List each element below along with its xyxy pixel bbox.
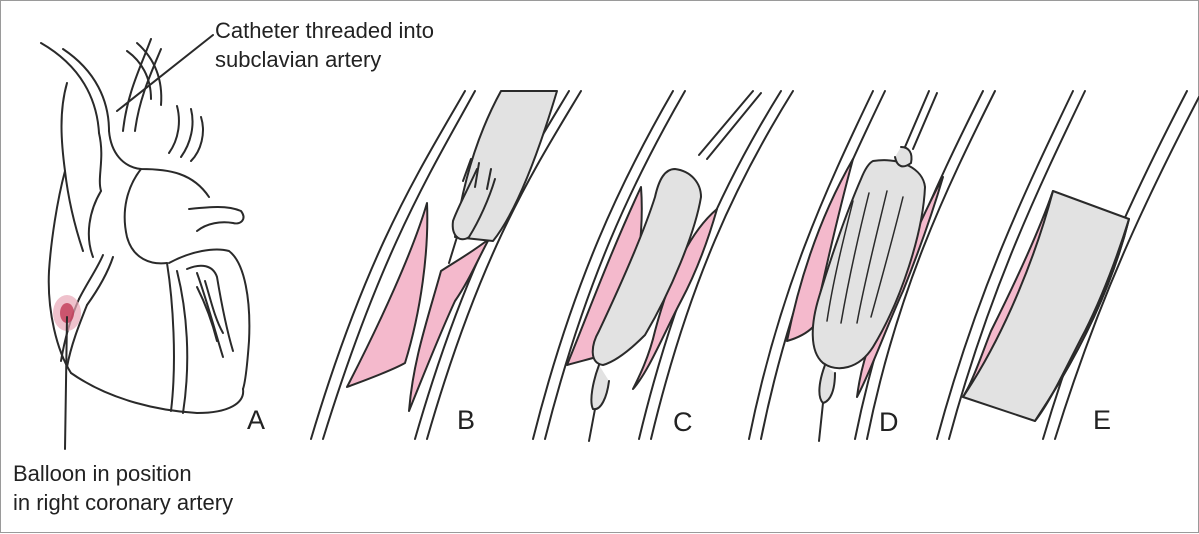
artery-panel-b	[311, 91, 581, 439]
catheter-callout-line-1: Catheter threaded into	[215, 16, 434, 45]
panel-label-c: C	[673, 407, 693, 438]
artery-panel-d	[749, 91, 995, 441]
balloon-callout-line-1: Balloon in position	[13, 459, 233, 488]
catheter-callout: Catheter threaded into subclavian artery	[215, 16, 434, 74]
top-leader-line	[117, 35, 213, 111]
artery-panel-c	[533, 91, 793, 441]
panel-label-e: E	[1093, 405, 1111, 436]
artery-panel-e	[937, 91, 1199, 439]
balloon-callout-line-2: in right coronary artery	[13, 488, 233, 517]
panel-label-d: D	[879, 407, 899, 438]
catheter-callout-line-2: subclavian artery	[215, 45, 434, 74]
balloon-callout: Balloon in position in right coronary ar…	[13, 459, 233, 517]
panel-label-b: B	[457, 405, 475, 436]
panel-label-a: A	[247, 405, 265, 436]
heart-illustration	[41, 39, 249, 413]
